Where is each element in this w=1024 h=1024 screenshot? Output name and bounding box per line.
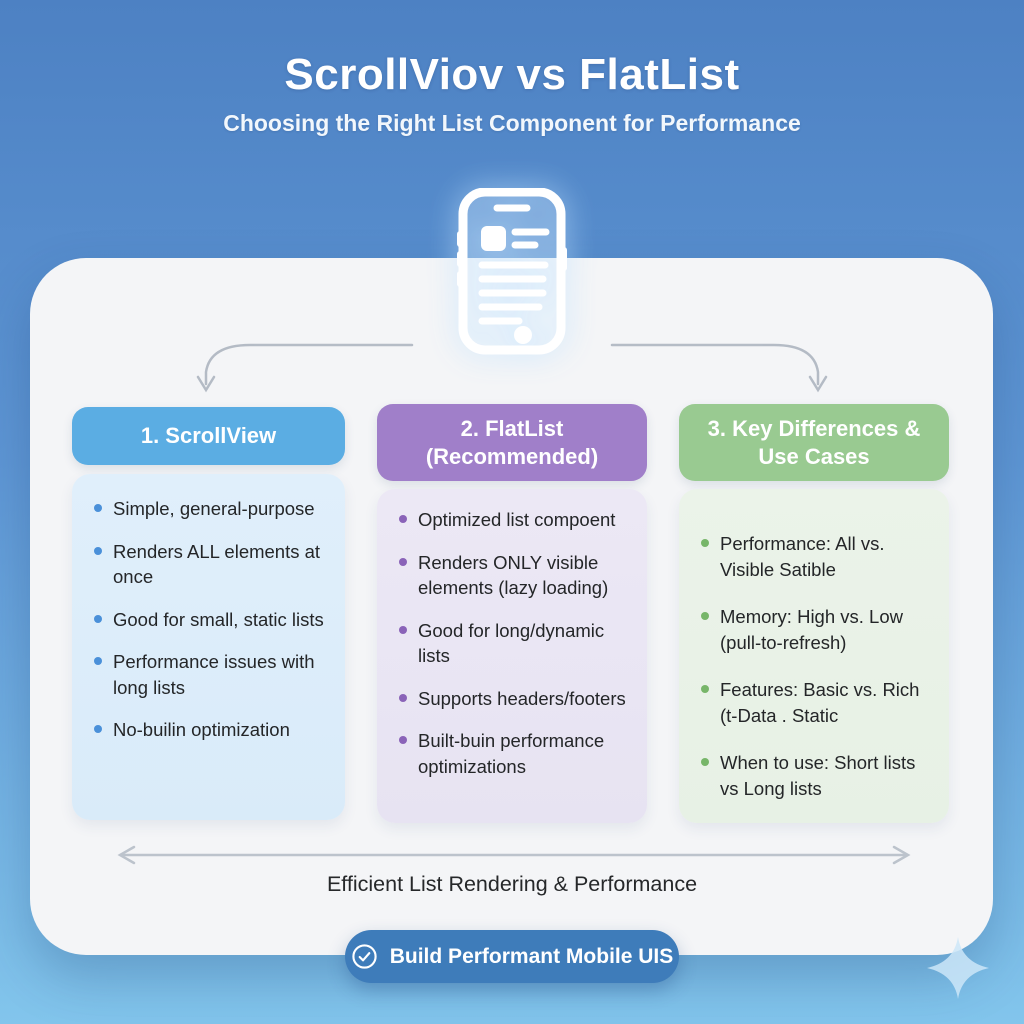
page-title: ScrollViov vs FlatList xyxy=(284,50,740,99)
bullet-dot xyxy=(399,625,407,634)
bullet-dot xyxy=(94,725,102,734)
cta-button-label: Build Performant Mobile UIS xyxy=(389,944,674,968)
list-item: Memory: High vs. Low (pull-to-refresh) xyxy=(699,604,935,655)
bullet-dot xyxy=(94,504,102,512)
column-body-differences: Performance: All vs. Visible Satible Mem… xyxy=(679,489,949,823)
column-header-scrollview: 1. ScrollView xyxy=(72,407,345,465)
differences-bullet-list: Performance: All vs. Visible Satible Mem… xyxy=(699,531,935,801)
list-item: Simple, general-purpose xyxy=(92,496,329,522)
list-item: When to use: Short lists vs Long lists xyxy=(699,750,935,801)
list-item: Optimized list compoent xyxy=(397,507,633,533)
list-item: Renders ONLY visible elements (lazy load… xyxy=(397,550,633,601)
list-item: Supports headers/footers xyxy=(397,686,633,712)
bullet-dot xyxy=(399,693,407,702)
bullet-dot xyxy=(94,657,102,666)
bullet-dot xyxy=(399,557,407,566)
column-body-scrollview: Simple, general-purpose Renders ALL elem… xyxy=(72,474,345,820)
column-body-flatlist: Optimized list compoent Renders ONLY vis… xyxy=(377,489,647,823)
bullet-dot xyxy=(94,546,102,555)
scrollview-bullet-list: Simple, general-purpose Renders ALL elem… xyxy=(92,496,329,743)
bullet-dot xyxy=(701,758,709,767)
list-item: Features: Basic vs. Rich (t-Data . Stati… xyxy=(699,677,935,728)
list-item: Renders ALL elements at once xyxy=(92,539,329,590)
sparkle-icon xyxy=(925,935,991,1001)
cta-button[interactable]: Build Performant Mobile UIS xyxy=(345,930,679,983)
bullet-dot xyxy=(701,612,709,621)
list-item: No-builin optimization xyxy=(92,717,329,743)
bullet-dot xyxy=(94,614,102,623)
bullet-dot xyxy=(399,515,407,523)
column-header-differences: 3. Key Differences & Use Cases xyxy=(679,404,949,481)
flatlist-bullet-list: Optimized list compoent Renders ONLY vis… xyxy=(397,507,633,779)
check-circle-icon xyxy=(351,943,378,970)
list-item: Performance: All vs. Visible Satible xyxy=(699,531,935,582)
list-item: Good for small, static lists xyxy=(92,607,329,633)
page-subtitle: Choosing the Right List Component for Pe… xyxy=(223,110,801,136)
list-item: Built-buin performance optimizations xyxy=(397,728,633,779)
column-header-flatlist: 2. FlatList (Recommended) xyxy=(377,404,647,481)
bullet-dot xyxy=(399,736,407,745)
phone-list-icon xyxy=(455,187,569,356)
bullet-dot xyxy=(701,539,709,547)
list-item: Performance issues with long lists xyxy=(92,649,329,700)
bullet-dot xyxy=(701,685,709,694)
list-item: Good for long/dynamic lists xyxy=(397,618,633,669)
footer-label: Efficient List Rendering & Performance xyxy=(326,872,698,896)
